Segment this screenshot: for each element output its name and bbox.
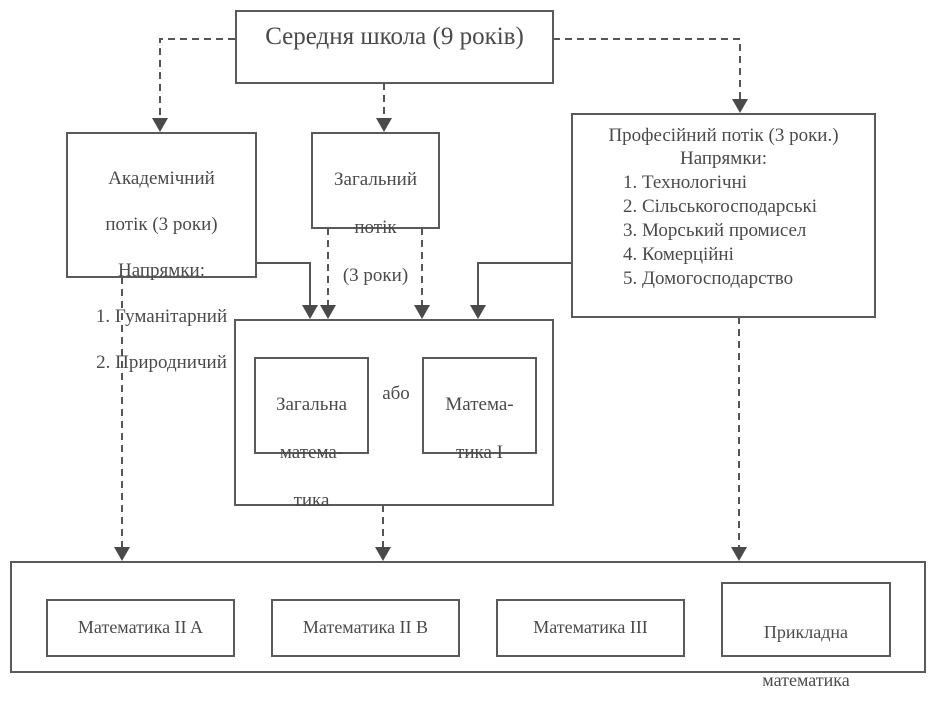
box-general-math: Загальна матема- тика bbox=[254, 357, 369, 511]
connector-professional-to-middle bbox=[477, 262, 571, 307]
connector-top-to-professional bbox=[553, 38, 741, 101]
academic-direction-1: 1. Гуманітарний bbox=[95, 306, 228, 327]
applied-math-text: Прикладна математика bbox=[723, 596, 889, 716]
professional-direction-4: 4. Комерційні bbox=[623, 244, 734, 265]
professional-direction-3: 3. Морський промисел bbox=[623, 220, 807, 241]
math-1-text: Матема- тика I bbox=[424, 369, 535, 489]
academic-title-line2: потік (3 роки) bbox=[105, 214, 218, 235]
applied-math-line2: математика bbox=[762, 670, 850, 690]
general-line3: (3 роки) bbox=[342, 265, 409, 286]
general-math-line1: Загальна bbox=[275, 394, 348, 415]
academic-direction-2: 2. Природничий bbox=[96, 352, 227, 373]
box-math-2b: Математика II B bbox=[271, 599, 460, 657]
box-general-stream: Загальний потік (3 роки) bbox=[311, 132, 440, 286]
general-line1: Загальний bbox=[334, 169, 417, 190]
arrow-head bbox=[732, 99, 748, 113]
professional-direction-2: 2. Сільськогосподарські bbox=[623, 196, 818, 217]
general-math-line3: тика bbox=[293, 490, 330, 511]
math-2a-label: Математика II A bbox=[77, 617, 204, 637]
math-1-line2: тика I bbox=[456, 442, 503, 463]
professional-title: Професійний потік (3 роки.) bbox=[608, 125, 839, 146]
arrow-head bbox=[302, 305, 318, 319]
professional-direction-1: 1. Технологічні bbox=[623, 172, 748, 193]
connectors bbox=[114, 38, 748, 561]
box-math-1: Матема- тика I bbox=[422, 357, 537, 463]
academic-title-line1: Академічний bbox=[108, 168, 215, 189]
box-professional-stream: Професійний потік (3 роки.) Напрямки: 1.… bbox=[571, 113, 876, 318]
academic-directions-heading: Напрямки: bbox=[117, 260, 205, 281]
arrow-head bbox=[731, 547, 747, 561]
box-secondary-school: Середня школа (9 років) bbox=[235, 10, 554, 84]
arrow-head bbox=[320, 305, 336, 319]
box-advanced-math: Математика II A Математика II B Математи… bbox=[10, 561, 926, 690]
general-math-text: Загальна матема- тика bbox=[256, 369, 367, 537]
professional-direction-5: 5. Домогосподарство bbox=[623, 268, 794, 289]
connector-academic-to-middle bbox=[256, 262, 311, 307]
arrow-head bbox=[152, 118, 168, 132]
arrow-head bbox=[114, 547, 130, 561]
box-applied-math: Прикладна математика bbox=[721, 582, 891, 690]
academic-text: Академічний потік (3 роки) Напрямки: 1. … bbox=[68, 144, 255, 397]
arrow-head bbox=[376, 118, 392, 132]
math-2b-label: Математика II B bbox=[302, 617, 429, 637]
math-1-line1: Матема- bbox=[445, 394, 514, 415]
general-text: Загальний потік (3 роки) bbox=[313, 144, 438, 312]
arrow-head bbox=[470, 305, 486, 319]
box-math-3: Математика III bbox=[496, 599, 685, 657]
box-academic-stream: Академічний потік (3 роки) Напрямки: 1. … bbox=[66, 132, 257, 373]
general-line2: потік bbox=[354, 217, 397, 238]
applied-math-line1: Прикладна bbox=[763, 622, 849, 642]
professional-directions-list: 1. Технологічні 2. Сільськогосподарські … bbox=[623, 171, 817, 291]
general-math-line2: матема- bbox=[279, 442, 344, 463]
secondary-school-label: Середня школа (9 років) bbox=[265, 23, 524, 50]
arrow-head bbox=[375, 547, 391, 561]
box-math-choice: Загальна матема- тика або Матема- тика I bbox=[234, 319, 554, 511]
or-label: або bbox=[382, 383, 410, 404]
box-math-2a: Математика II A bbox=[46, 599, 235, 657]
professional-directions-heading: Напрямки: bbox=[679, 148, 767, 169]
math-3-label: Математика III bbox=[533, 617, 648, 637]
arrow-head bbox=[414, 305, 430, 319]
connector-top-to-academic bbox=[159, 38, 235, 120]
